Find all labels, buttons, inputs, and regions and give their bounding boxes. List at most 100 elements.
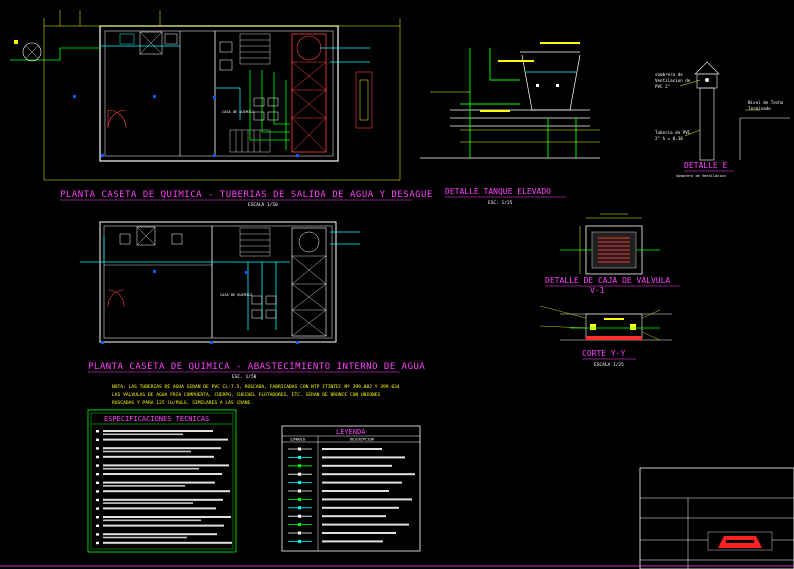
title-block [639, 467, 794, 569]
spec-item-number [96, 447, 99, 450]
spec-item-number [96, 481, 99, 484]
spec-item-number [96, 524, 99, 527]
detail-tank: DETALLE TANQUE ELEVADO ESC. 1/25 [420, 42, 600, 206]
specs-heading: ESPECIFICACIONES TECNICAS [104, 415, 209, 423]
spec-item-text [103, 450, 191, 453]
note-line-3: ROSCADAS Y PARA 125 lb/PULG. SIMILARES A… [112, 400, 253, 406]
legend-description [322, 490, 389, 492]
section-yy-scale: ESCALA 1/25 [594, 362, 624, 368]
detail-tank-scale: ESC. 1/25 [488, 200, 513, 206]
spec-item-text [103, 516, 231, 518]
detail-e-label-1: sombrero de [655, 72, 683, 77]
plan-bottom-title: PLANTA CASETA DE QUIMICA - ABASTECIMIENT… [88, 362, 425, 372]
spec-item-number [96, 541, 99, 545]
legend-description [322, 448, 382, 450]
specs-box: ESPECIFICACIONES TECNICAS [87, 409, 237, 553]
legend-description [322, 456, 405, 459]
spec-item-number [96, 498, 99, 502]
detail-e-title: DETALLE E [684, 161, 728, 170]
note-line-2: LAS VALVULAS DE AGUA FRIA COMPUERTA, CUE… [112, 392, 381, 398]
plan-top: CASA DE QUIMICA PLANTA CASETA DE QUIMICA… [10, 10, 433, 208]
spec-item-number [96, 533, 99, 536]
detail-e-label-5: 2" h = 0.30 [655, 136, 683, 141]
plan-top-title: PLANTA CASETA DE QUIMICA - TUBERIAS DE S… [60, 190, 433, 200]
spec-item-text [103, 502, 193, 504]
spec-item-text [103, 536, 187, 539]
legend-symbol-mark [298, 497, 301, 501]
spec-item-number [96, 516, 99, 519]
legend-description [322, 473, 415, 476]
spec-item-text [103, 467, 199, 470]
legend-col-desc: DESCRIPCION [350, 438, 374, 442]
legend-symbol-mark [298, 464, 301, 468]
spec-item-text [103, 498, 223, 501]
section-yy: CORTE Y-Y ESCALA 1/25 [539, 305, 672, 368]
spec-item-text [103, 464, 229, 467]
legend-description [322, 464, 392, 467]
spec-item-text [103, 533, 217, 536]
legend-symbol-mark [298, 472, 301, 476]
detail-e-subtitle: Sombrero de Ventilacion [676, 174, 726, 178]
plan-bottom-room-label: CASA DE QUIMICA [220, 293, 253, 297]
detail-e-label-2: Ventilacion de [655, 78, 691, 83]
legend-description [322, 540, 383, 543]
note-line-1: NOTA: LAS TUBERIAS DE AGUA SERAN DE PVC … [112, 384, 400, 390]
plan-bottom-scale: ESC. 1/50 [232, 374, 257, 380]
legend-description [322, 523, 409, 526]
spec-item-text [103, 438, 228, 441]
spec-item-text [103, 519, 201, 522]
legend-symbol-mark [298, 447, 301, 451]
spec-item-text [103, 455, 214, 458]
detail-e: sombrero de Ventilacion de PVC 2" Tuberi… [655, 61, 790, 178]
detail-e-label-7: Terminado [748, 106, 771, 111]
legend-col-symbol: SIMBOLO [290, 438, 305, 442]
spec-item-text [103, 473, 222, 475]
notes: NOTA: LAS TUBERIAS DE AGUA SERAN DE PVC … [112, 384, 400, 406]
legend-symbol-mark [298, 506, 301, 510]
spec-item-text [103, 507, 216, 510]
section-yy-title: CORTE Y-Y [582, 349, 626, 358]
spec-item-text [103, 541, 232, 544]
detail-valve-sub: V-1 [590, 286, 605, 295]
spec-item-number [96, 455, 99, 459]
legend-symbol-mark [298, 489, 301, 493]
spec-item-number [96, 438, 99, 441]
plan-bottom: CASA DE QUIMICA PLANTA CASETA DE QUIMICA… [80, 221, 425, 380]
specs-lines [96, 430, 232, 545]
spec-item-text [103, 430, 213, 432]
spec-item-number [96, 490, 99, 493]
spec-item-number [96, 473, 99, 476]
detail-e-label-4: Tuberia de PVC [655, 130, 691, 135]
detail-e-label-3: PVC 2" [655, 84, 670, 89]
plan-top-room-label: CASA DE QUIMICA [222, 110, 255, 114]
detail-tank-title: DETALLE TANQUE ELEVADO [445, 187, 551, 196]
legend-symbol-mark [298, 523, 301, 527]
spec-item-text [103, 490, 230, 493]
legend-symbol-mark [298, 514, 301, 518]
legend-symbol-mark [298, 539, 301, 543]
spec-item-text [103, 481, 215, 484]
legend-description [322, 481, 402, 484]
detail-valve: DETALLE DE CAJA DE VALVULA V-1 [545, 213, 680, 295]
plan-top-scale: ESCALA 1/50 [248, 202, 278, 208]
detail-valve-title: DETALLE DE CAJA DE VALVULA [545, 276, 670, 285]
legend-rows [288, 447, 415, 543]
legend-description [322, 506, 399, 509]
spec-item-text [103, 447, 221, 450]
legend-box: LEYENDA SIMBOLO DESCRIPCION [281, 425, 421, 552]
spec-item-text [103, 485, 185, 487]
spec-item-number [96, 430, 99, 433]
legend-heading: LEYENDA [336, 428, 366, 436]
spec-item-number [96, 464, 99, 467]
legend-symbol-mark [298, 455, 301, 459]
legend-symbol-mark [298, 481, 301, 485]
legend-description [322, 498, 412, 501]
spec-item-number [96, 507, 99, 510]
detail-e-label-6: Nivel de Techo [748, 100, 784, 105]
spec-item-text [103, 524, 224, 527]
legend-description [322, 515, 386, 518]
legend-symbol-mark [298, 531, 301, 535]
spec-item-text [103, 433, 183, 436]
